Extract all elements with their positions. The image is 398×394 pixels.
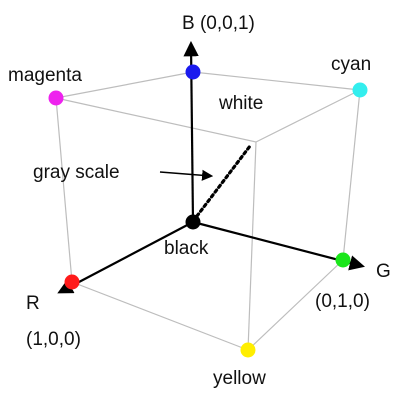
edge-blue-cyan: [192, 71, 361, 91]
edge-cyan-green: [342, 89, 361, 261]
edge-red-yellow: [71, 281, 249, 351]
edge-green-yellow: [247, 259, 344, 351]
magenta-corner-dot: [48, 90, 64, 106]
edge-cyan-white: [255, 89, 361, 143]
yellow-corner-dot: [240, 342, 256, 358]
cube-edges: [55, 71, 361, 351]
edge-magenta-red: [55, 97, 73, 283]
cyan-corner-dot: [352, 82, 368, 98]
g-axis-label: G: [376, 261, 391, 282]
g-axis-line: [192, 220, 365, 271]
corner-points: [48, 64, 368, 358]
gray-scale-diagonal: [195, 144, 252, 218]
edge-white-yellow: [247, 141, 257, 351]
b-axis-label: B (0,0,1): [182, 13, 255, 34]
gray-scale-label: gray scale: [33, 162, 120, 183]
gray-scale-pointer-arrow: [159, 169, 214, 181]
red-corner-dot: [64, 274, 80, 290]
edge-magenta-white: [55, 97, 257, 143]
yellow-label: yellow: [213, 368, 266, 389]
edge-magenta-blue: [55, 71, 194, 99]
g-coordinate-label: (0,1,0): [315, 291, 370, 312]
r-coordinate-label: (1,0,0): [26, 329, 81, 350]
white-label: white: [218, 93, 263, 114]
green-corner-dot: [335, 252, 351, 268]
r-axis-line: [57, 221, 194, 294]
blue-corner-dot: [185, 64, 201, 80]
black-label: black: [164, 238, 209, 259]
magenta-label: magenta: [8, 65, 82, 86]
cyan-label: cyan: [331, 54, 371, 75]
r-axis-label: R: [26, 293, 40, 314]
black-corner-dot: [185, 214, 201, 230]
